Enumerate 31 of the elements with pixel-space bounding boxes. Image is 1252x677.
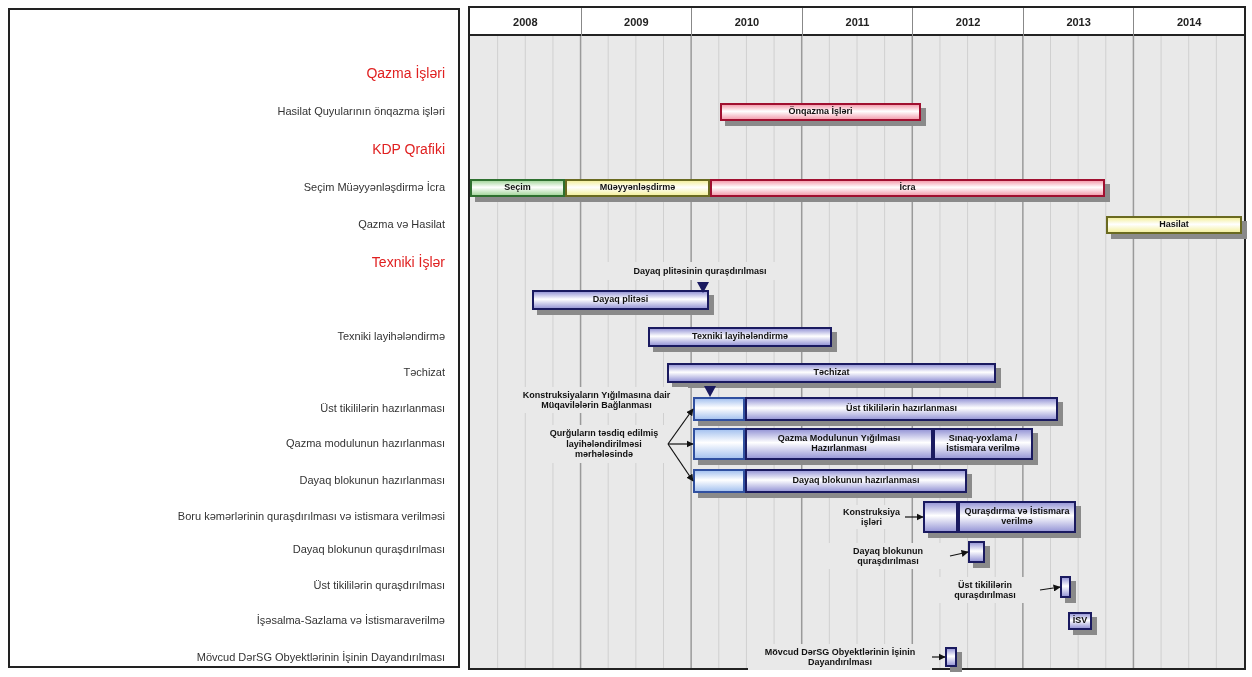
leader-arrow: [1039, 584, 1061, 592]
task-name: Dayaq blokunun hazırlanması: [299, 474, 445, 486]
task-name: Hasilat Quyularının önqazma işləri: [277, 105, 445, 117]
leader-arrow: [931, 653, 946, 661]
section-heading: KDP Qrafiki: [372, 141, 445, 157]
year-label: 2010: [691, 8, 802, 36]
section-heading: Qazma İşləri: [366, 65, 445, 81]
task-name: Qazma və Hasilat: [358, 218, 445, 230]
leader-arrow: [667, 443, 694, 482]
task-name: Qazma modulunun hazırlanması: [286, 437, 445, 449]
leader-arrow: [949, 549, 969, 557]
year-label: 2014: [1133, 8, 1244, 36]
leader-arrow: [667, 408, 694, 445]
task-name: Üst tikililərin hazırlanması: [320, 402, 445, 414]
callout-text: Mövcud DərSG Obyektlərinin İşinin Dayandırılması: [748, 644, 932, 670]
year-label: 2009: [580, 8, 692, 36]
leader-arrow: [904, 513, 924, 521]
task-name: Boru kəmərlərinin quraşdırılması və istismara verilməsi: [177, 510, 445, 522]
task-name: Təchizat: [403, 366, 445, 378]
task-name: Seçim Müəyyənləşdirmə İcra: [303, 181, 445, 193]
task-name: Dayaq blokunun quraşdırılması: [292, 543, 445, 555]
section-heading: Texniki İşlər: [371, 254, 445, 270]
task-name: Üst tikililərin quraşdırılması: [313, 579, 445, 591]
leader-arrow: [667, 440, 694, 448]
task-name: Mövcud DərSG Obyektlərinin İşinin Dayandırılması: [196, 651, 445, 663]
year-label: 2008: [512, 15, 539, 30]
year-label: 2011: [801, 8, 913, 36]
year-label: 2013: [1022, 8, 1134, 36]
year-label: 2012: [912, 8, 1023, 36]
task-name: Texniki layihələndirmə: [337, 330, 445, 342]
task-name: İşəsalma-Sazlama və İstismaraverilmə: [256, 614, 445, 626]
